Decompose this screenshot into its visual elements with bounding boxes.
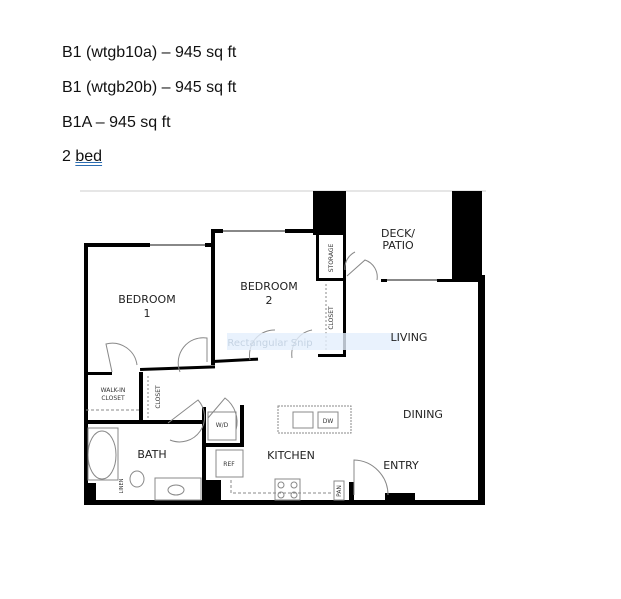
- patio-label: PATIO: [382, 239, 414, 252]
- dining-label: DINING: [403, 408, 443, 421]
- plan-line-2: B1 (wtgb20b) – 945 sq ft: [62, 79, 237, 96]
- bed-count-line: 2 bed: [62, 148, 102, 166]
- snip-overlay: [227, 333, 400, 350]
- storage-label: STORAGE: [328, 244, 335, 273]
- walkin-label: WALK-IN: [101, 387, 126, 394]
- entry-label: ENTRY: [383, 459, 419, 472]
- ref-label: REF: [223, 461, 235, 468]
- walls: [84, 191, 485, 505]
- linen-label: LINEN: [119, 478, 125, 493]
- walkin-closet-label: CLOSET: [101, 395, 125, 402]
- bedroom1-label: BEDROOM: [118, 293, 175, 306]
- closet1-label: CLOSET: [155, 385, 162, 409]
- bath-label: BATH: [137, 448, 166, 461]
- bedroom2-number: 2: [266, 294, 273, 307]
- dw-label: DW: [323, 418, 334, 425]
- deck-label: DECK/: [381, 227, 415, 240]
- closet2-label: CLOSET: [328, 306, 335, 330]
- snip-overlay-text: Rectangular Snip: [227, 338, 312, 349]
- living-label: LIVING: [391, 331, 428, 344]
- fixtures: [86, 230, 437, 501]
- wd-label: W/D: [216, 422, 229, 429]
- bed-word: bed: [75, 148, 103, 165]
- kitchen-label: KITCHEN: [267, 449, 315, 462]
- plan-line-3: B1A – 945 sq ft: [62, 114, 171, 131]
- bedroom1-number: 1: [144, 307, 151, 320]
- bedroom2-label: BEDROOM: [240, 280, 297, 293]
- bed-number: 2: [62, 148, 71, 165]
- plan-line-1: B1 (wtgb10a) – 945 sq ft: [62, 44, 237, 61]
- pantry-label: PAN: [336, 485, 343, 497]
